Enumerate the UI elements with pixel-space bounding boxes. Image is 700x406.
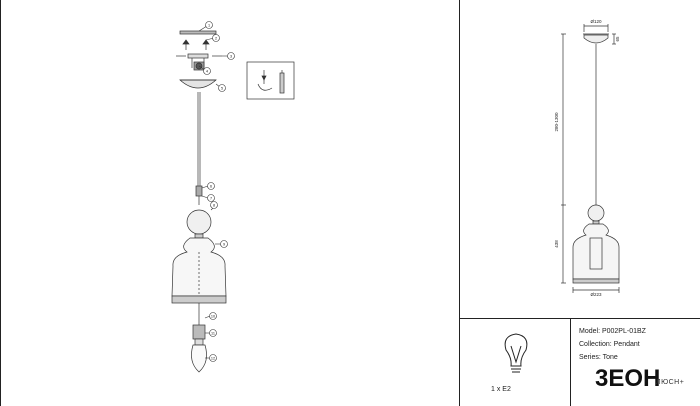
wiring-detail-inset (246, 61, 295, 100)
collection-label: Collection: Pendant (579, 341, 640, 348)
dim-ball-finial (587, 204, 605, 222)
callout-1: 1 (208, 23, 210, 27)
model-label: Model: P002PL-01BZ (579, 328, 646, 335)
callout-6: 6 (210, 184, 212, 188)
dim-cord-length: 280-1300 (554, 112, 559, 132)
callout-7: 7 (210, 196, 212, 200)
callout-markers (198, 21, 235, 362)
lamp-socket (192, 324, 206, 340)
dim-glass-shade (572, 223, 620, 280)
exploded-assembly-view (171, 30, 227, 373)
mounting-bracket (187, 53, 209, 59)
dim-shade-height: 438 (554, 240, 559, 248)
callout-10: 10 (211, 314, 215, 318)
callout-8: 8 (213, 203, 215, 207)
callout-5: 5 (221, 86, 223, 90)
dim-canopy-diameter: Ø120 (590, 19, 602, 24)
callout-9: 9 (223, 242, 225, 246)
bulb-spec-label: 1 x E2 (491, 386, 511, 393)
dim-shade-diameter: Ø223 (590, 292, 602, 297)
callout-2: 2 (215, 36, 217, 40)
callout-11: 11 (211, 331, 215, 335)
series-label: Series: Tone (579, 354, 618, 361)
ball-finial (186, 209, 212, 235)
dim-canopy (583, 34, 609, 44)
canopy (179, 79, 217, 89)
bulb (191, 344, 207, 373)
dim-canopy-height: 65 (615, 36, 620, 42)
ceiling-plate (179, 30, 217, 35)
callout-numbers: 1 2 3 4 5 6 7 8 9 10 11 12 (206, 23, 232, 360)
dimension-drawing (561, 24, 620, 293)
bulb-icon (504, 333, 528, 373)
brand-logo-text: 3ЕОН (595, 365, 660, 392)
callout-3: 3 (230, 54, 232, 58)
cord-grip (195, 185, 203, 197)
callout-12: 12 (211, 356, 215, 360)
brand-logo: 3ЕОН (595, 365, 660, 392)
glass-shade (171, 237, 227, 297)
dimension-labels: Ø120 65 280-1300 438 Ø223 (554, 19, 620, 297)
callout-4: 4 (206, 69, 208, 73)
brand-subtext: ЛЮСН+ (656, 379, 685, 386)
